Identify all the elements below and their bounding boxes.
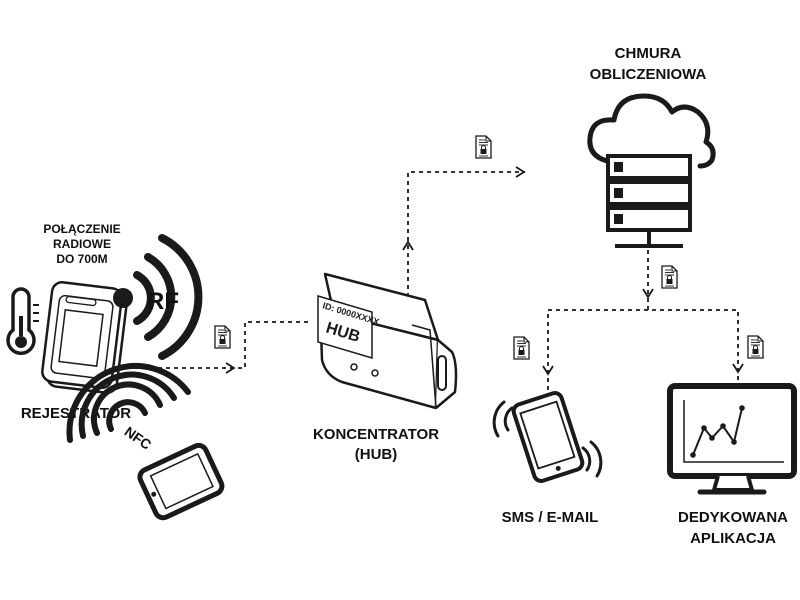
rf-waves-icon: RF xyxy=(133,234,203,360)
hub-label-line2: (HUB) xyxy=(355,446,398,463)
radio-label-line1: POŁĄCZENIE xyxy=(43,222,120,236)
rf-label: RF xyxy=(147,288,179,315)
phone-icon xyxy=(492,391,603,483)
server-icon xyxy=(606,154,692,248)
nfc-label: NFC xyxy=(122,423,155,453)
document-lock-icon xyxy=(475,135,492,159)
phone-icon xyxy=(137,442,225,521)
app-label-line2: APLIKACJA xyxy=(690,530,776,547)
hub-label-line1: KONCENTRATOR xyxy=(313,426,439,443)
sms-label: SMS / E-MAIL xyxy=(502,509,599,526)
hub-device: ID: 0000XXXX HUB xyxy=(317,272,458,410)
monitor-chart-icon xyxy=(667,383,797,495)
connector-hub-cloud xyxy=(402,166,526,305)
cloud-label-line2: OBLICZENIOWA xyxy=(590,66,707,83)
thermometer-icon xyxy=(6,287,39,355)
logger-device xyxy=(41,281,133,394)
app-label-line1: DEDYKOWANA xyxy=(678,509,788,526)
logger-label: REJESTRATOR xyxy=(21,405,131,422)
connector-cloud-outputs xyxy=(542,250,744,390)
connector-logger-hub xyxy=(110,321,312,374)
document-lock-icon xyxy=(513,336,530,360)
document-lock-icon xyxy=(661,265,678,289)
document-lock-icon xyxy=(214,325,231,349)
radio-label-line2: RADIOWE xyxy=(53,237,111,251)
document-lock-icon xyxy=(747,335,764,359)
cloud-label-line1: CHMURA xyxy=(615,45,682,62)
radio-label-line3: DO 700M xyxy=(56,252,107,266)
cloud-icon xyxy=(587,93,716,169)
